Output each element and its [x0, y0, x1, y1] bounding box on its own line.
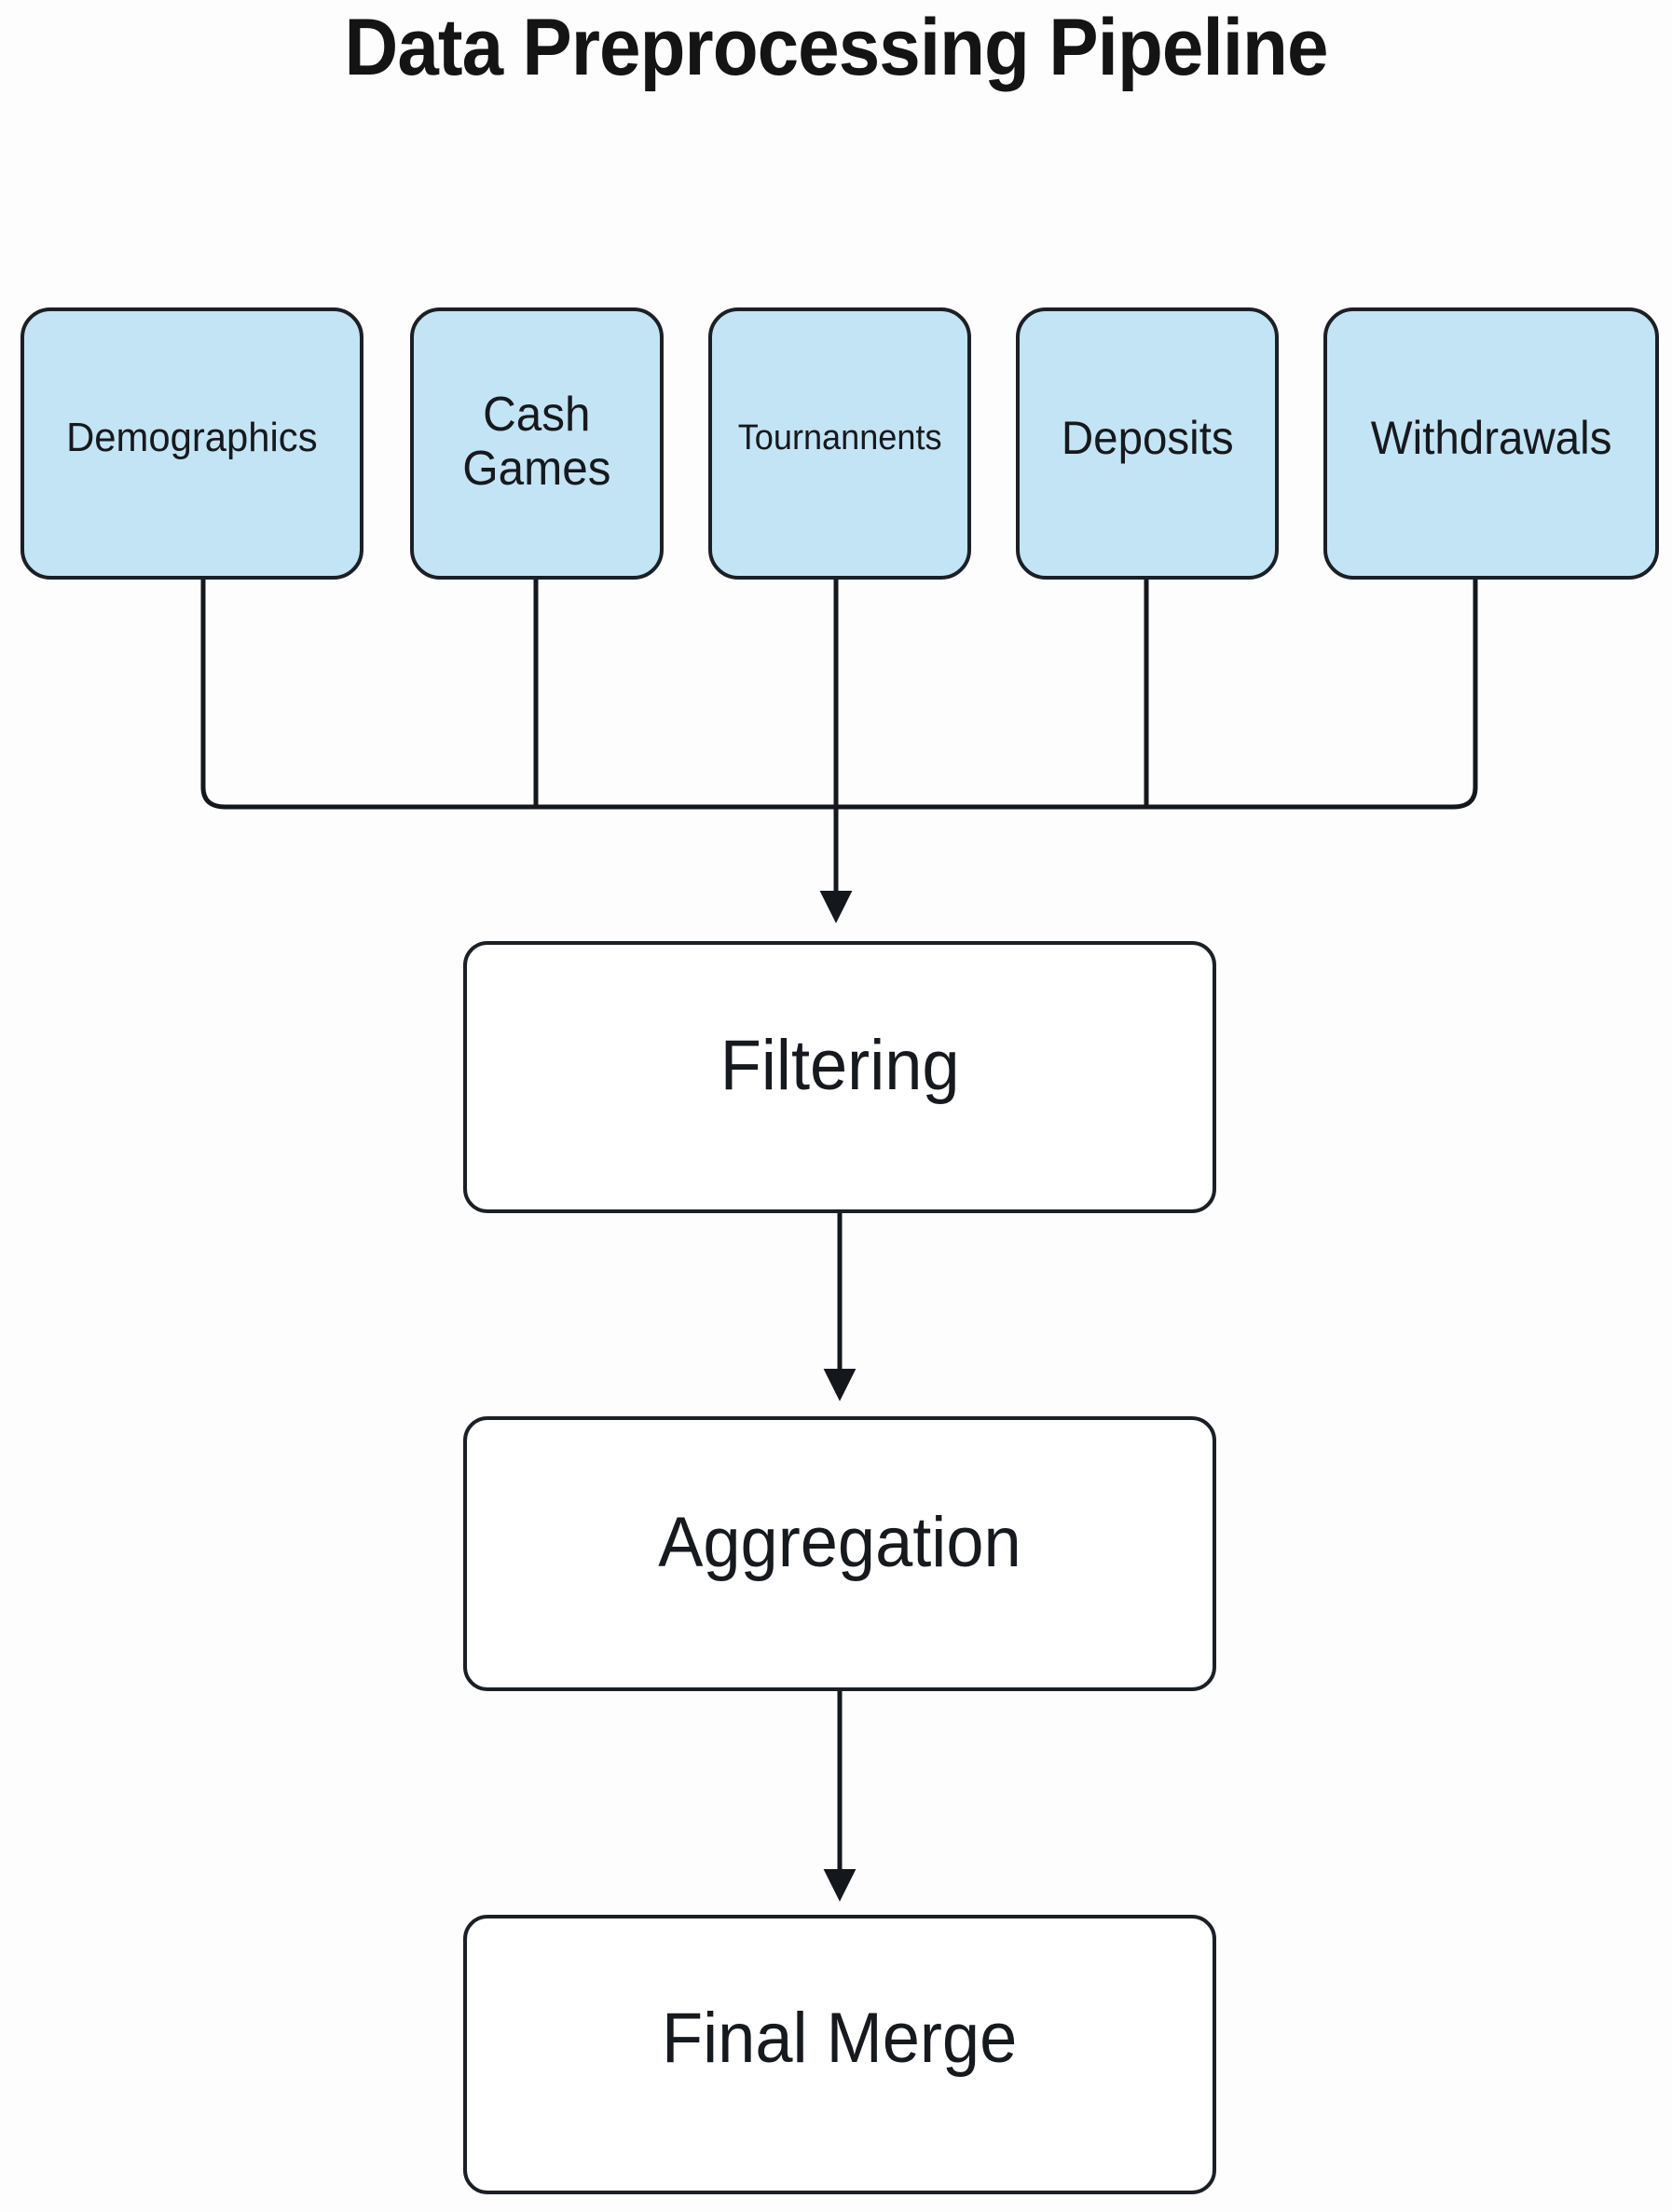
node-final-merge-label: Final Merge: [662, 1999, 1018, 2079]
node-cash-games-label: Cash Games: [462, 387, 611, 496]
node-final-merge[interactable]: Final Merge: [463, 1915, 1216, 2194]
edge-demographics-to-bus: [200, 580, 820, 810]
node-filtering-label: Filtering: [720, 1026, 960, 1106]
node-cash-games[interactable]: Cash Games: [410, 307, 664, 580]
node-demographics-label: Demographics: [66, 415, 318, 461]
node-withdrawals[interactable]: Withdrawals: [1323, 307, 1659, 580]
page-title: Data Preprocessing Pipeline: [344, 3, 1328, 92]
node-demographics[interactable]: Demographics: [21, 307, 363, 580]
node-tournaments[interactable]: Tournannents: [708, 307, 971, 580]
node-deposits-label: Deposits: [1061, 412, 1234, 464]
node-aggregation-label: Aggregation: [658, 1502, 1021, 1582]
node-aggregation[interactable]: Aggregation: [463, 1416, 1216, 1691]
node-deposits[interactable]: Deposits: [1016, 307, 1279, 580]
node-withdrawals-label: Withdrawals: [1370, 412, 1612, 464]
node-tournaments-label: Tournannents: [737, 417, 942, 457]
edge-withdrawals-to-bus: [857, 580, 1478, 810]
node-filtering[interactable]: Filtering: [463, 941, 1216, 1213]
